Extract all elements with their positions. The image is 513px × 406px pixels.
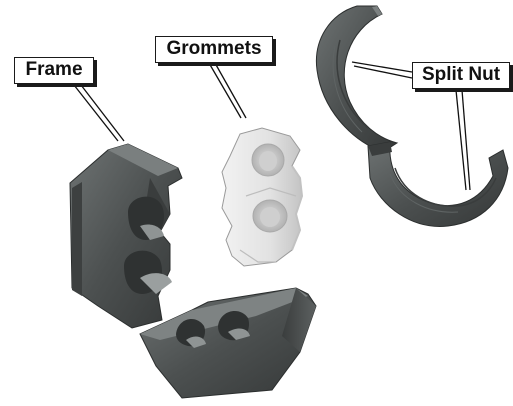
grommets <box>222 128 302 266</box>
split-nut-label: Split Nut <box>412 62 510 89</box>
grommets-leader-line <box>209 63 241 118</box>
split-nut-leader-line-lower <box>456 90 466 190</box>
split-nut-lower-half <box>368 142 508 226</box>
split-nut-leader-line-lower-outline <box>462 90 470 190</box>
grommets-label: Grommets <box>155 36 273 63</box>
frame-label: Frame <box>14 57 94 84</box>
frame-upper-half <box>70 144 182 328</box>
frame-lower-half <box>140 288 316 398</box>
split-nut-upper-half <box>316 6 397 152</box>
frame-leader-line <box>74 85 118 141</box>
grommets-leader-line-outline <box>215 63 246 118</box>
frame-leader-line-outline <box>81 85 124 141</box>
